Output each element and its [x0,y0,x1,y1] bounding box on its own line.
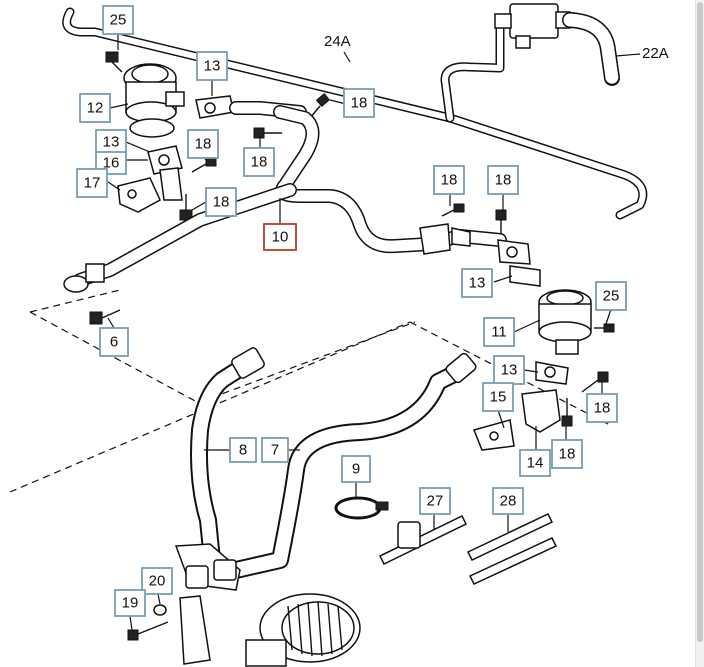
callout-11[interactable]: 11 [483,317,515,347]
bolt-25-left [105,51,123,73]
hose-8 [190,347,265,569]
svg-text:13: 13 [469,275,486,292]
bolt-18-f [495,209,507,234]
svg-text:13: 13 [501,362,518,379]
washer-20 [153,604,167,616]
callout-14[interactable]: 14 [519,449,551,477]
vacuum-line-24a [62,7,648,220]
svg-text:11: 11 [491,324,507,341]
callout-10[interactable]: 10 [263,223,297,251]
svg-text:24A: 24A [324,33,351,50]
hose-clamp-9 [334,496,389,520]
bolt-19 [127,621,169,641]
pipe-end-fitting-left [63,263,105,293]
callout-19[interactable]: 19 [114,589,146,617]
svg-text:18: 18 [559,446,576,463]
gasket-16 [147,145,183,175]
combi-valve-left [123,63,185,138]
callout-18-right-a[interactable]: 18 [433,165,465,195]
bolt-18-g [581,371,609,393]
svg-text:10: 10 [272,229,289,246]
callout-18-mid[interactable]: 18 [243,147,275,177]
gasket-13-lower [535,361,569,385]
svg-text:18: 18 [441,172,458,189]
callout-6[interactable]: 6 [99,327,129,357]
callout-18-lower-right-b[interactable]: 18 [551,439,583,469]
callout-25-upper[interactable]: 25 [102,5,134,35]
callout-28[interactable]: 28 [492,487,524,515]
callout-12[interactable]: 12 [79,93,111,123]
svg-text:6: 6 [110,334,118,351]
callout-13-right[interactable]: 13 [461,268,493,298]
svg-text:12: 12 [87,100,104,117]
svg-text:20: 20 [149,573,166,590]
callout-25-right[interactable]: 25 [595,281,627,311]
callout-18-right-b[interactable]: 18 [487,165,519,195]
svg-text:19: 19 [122,595,139,612]
callout-7[interactable]: 7 [261,437,289,463]
callout-17[interactable]: 17 [76,168,108,198]
hose-7 [227,352,477,579]
svg-text:18: 18 [213,194,230,211]
callout-24a[interactable]: 24A [324,33,351,50]
callout-13-left[interactable]: 13 [95,129,127,155]
cable-tie-28 [466,513,558,585]
pipe-bracket-right [419,223,471,255]
callout-18-mid-left[interactable]: 18 [187,129,219,159]
svg-text:15: 15 [490,389,507,406]
combi-valve-11 [538,289,592,355]
vertical-scrollbar[interactable] [695,0,704,667]
bolt-6 [89,309,121,325]
callout-13-lower-right[interactable]: 13 [493,355,525,385]
svg-text:17: 17 [84,175,101,192]
callout-9[interactable]: 9 [341,455,371,483]
callout-13-upper-left[interactable]: 13 [196,51,228,81]
svg-text:25: 25 [110,12,127,29]
svg-text:18: 18 [251,154,268,171]
svg-text:27: 27 [427,493,444,510]
secondary-air-pump [174,543,361,667]
callout-22a[interactable]: 22A [642,45,669,62]
svg-text:7: 7 [271,442,279,459]
svg-text:16: 16 [103,155,120,172]
svg-text:18: 18 [351,95,368,112]
bracket-17 [117,167,183,213]
callout-20[interactable]: 20 [141,567,173,595]
svg-text:8: 8 [239,442,247,459]
svg-text:14: 14 [527,455,544,472]
solenoid-valve [494,3,571,49]
gasket-13-left [195,95,235,119]
callout-27[interactable]: 27 [419,487,451,515]
svg-text:13: 13 [103,134,120,151]
bolt-25-right [594,323,615,333]
svg-text:9: 9 [352,461,360,478]
clip-27 [378,515,468,565]
callout-15[interactable]: 15 [482,382,514,412]
svg-text:18: 18 [195,136,212,153]
svg-text:13: 13 [204,58,221,75]
dashed-reference-line-upper [29,289,198,403]
bolt-18-h [561,398,573,427]
svg-text:25: 25 [603,288,620,305]
svg-text:22A: 22A [642,45,669,62]
callout-18-lower-left[interactable]: 18 [205,187,237,217]
bolt-18-b [253,127,282,139]
callout-8[interactable]: 8 [229,437,257,463]
svg-text:28: 28 [500,493,517,510]
callout-18-upper[interactable]: 18 [343,88,375,118]
callout-18-lower-right-a[interactable]: 18 [586,393,618,423]
hose-22a [562,12,620,86]
svg-text:18: 18 [495,172,512,189]
scrollbar-thumb[interactable] [697,2,703,642]
bolt-18-c [191,157,217,173]
bolt-18-a [304,93,331,125]
gasket-13-right [497,239,541,287]
bolt-18-e [441,203,465,217]
svg-text:18: 18 [594,400,611,417]
